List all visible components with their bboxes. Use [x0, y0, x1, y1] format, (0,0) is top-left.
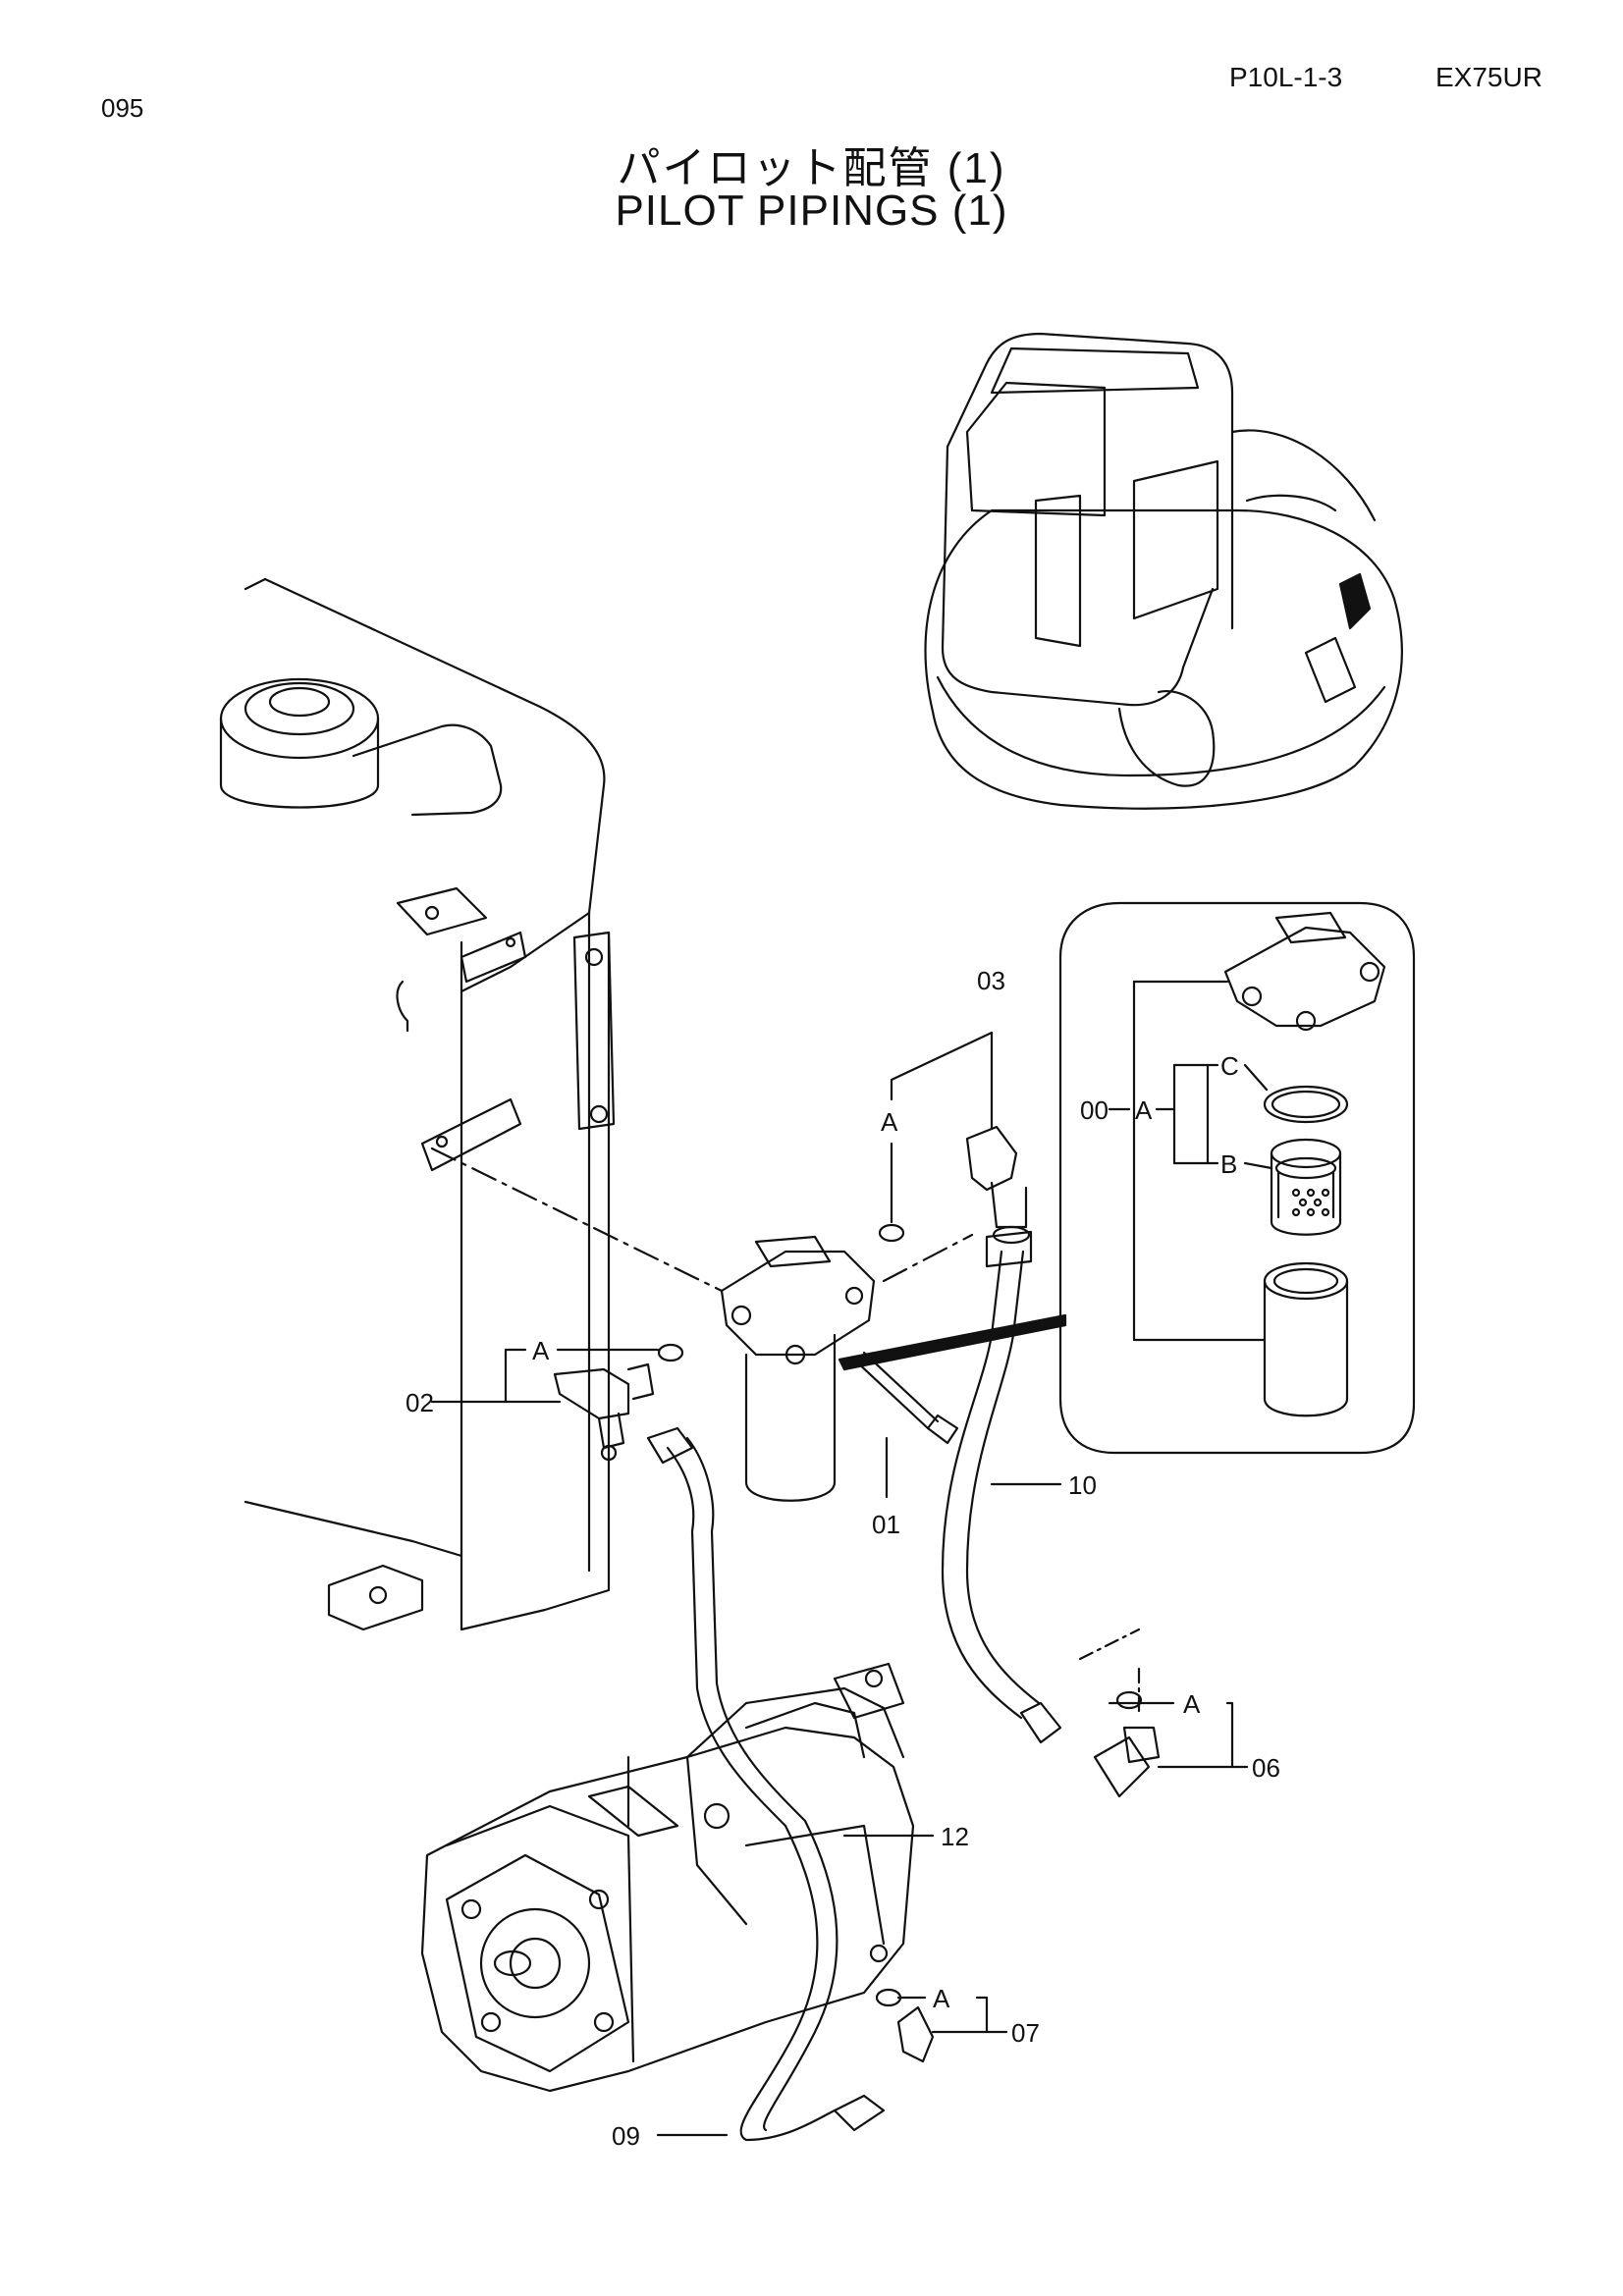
callout-A-00: A — [1135, 1095, 1153, 1125]
elbow-fitting-07 — [896, 2005, 935, 2063]
hose-10 — [838, 1230, 1067, 1744]
model-label: EX75UR — [1435, 62, 1542, 92]
callout-03: 03 — [977, 966, 1005, 995]
callout-A-03: A — [881, 1107, 898, 1137]
hose-09 — [646, 1426, 886, 2142]
callout-labels: 03 A 02 A 01 10 A 06 12 A 07 09 00 A C B — [406, 966, 1280, 2151]
callout-02: 02 — [406, 1388, 434, 1417]
hydraulic-pump — [420, 1662, 915, 2093]
pilot-filter — [430, 1147, 974, 1502]
callout-09: 09 — [612, 2121, 640, 2151]
callout-A-07: A — [933, 1984, 950, 2013]
callout-B: B — [1220, 1149, 1237, 1179]
tee-fitting-02 — [553, 1362, 655, 1462]
callout-A-02: A — [532, 1336, 550, 1365]
o-rings — [657, 1223, 1143, 2007]
excavator-overview — [924, 332, 1403, 810]
callout-00: 00 — [1080, 1095, 1109, 1125]
callout-10: 10 — [1068, 1470, 1097, 1500]
callout-07: 07 — [1011, 2018, 1040, 2048]
title-japanese: パイロット配管 (1) — [617, 144, 1006, 192]
callout-C: C — [1220, 1051, 1239, 1081]
elbow-fitting-06 — [1078, 1628, 1161, 1798]
elbow-fitting-03 — [965, 1125, 1031, 1245]
callout-A-06: A — [1183, 1689, 1201, 1719]
page-code: P10L-1-3 — [1229, 62, 1343, 92]
filter-inset — [1058, 901, 1416, 1455]
callout-leaders — [430, 1031, 1249, 2137]
callout-12: 12 — [941, 1822, 969, 1851]
title-english: PILOT PIPINGS (1) — [615, 187, 1008, 235]
hydraulic-tank — [219, 577, 616, 1631]
callout-01: 01 — [872, 1510, 900, 1539]
page-number: 095 — [101, 93, 144, 123]
callout-06: 06 — [1252, 1753, 1280, 1783]
